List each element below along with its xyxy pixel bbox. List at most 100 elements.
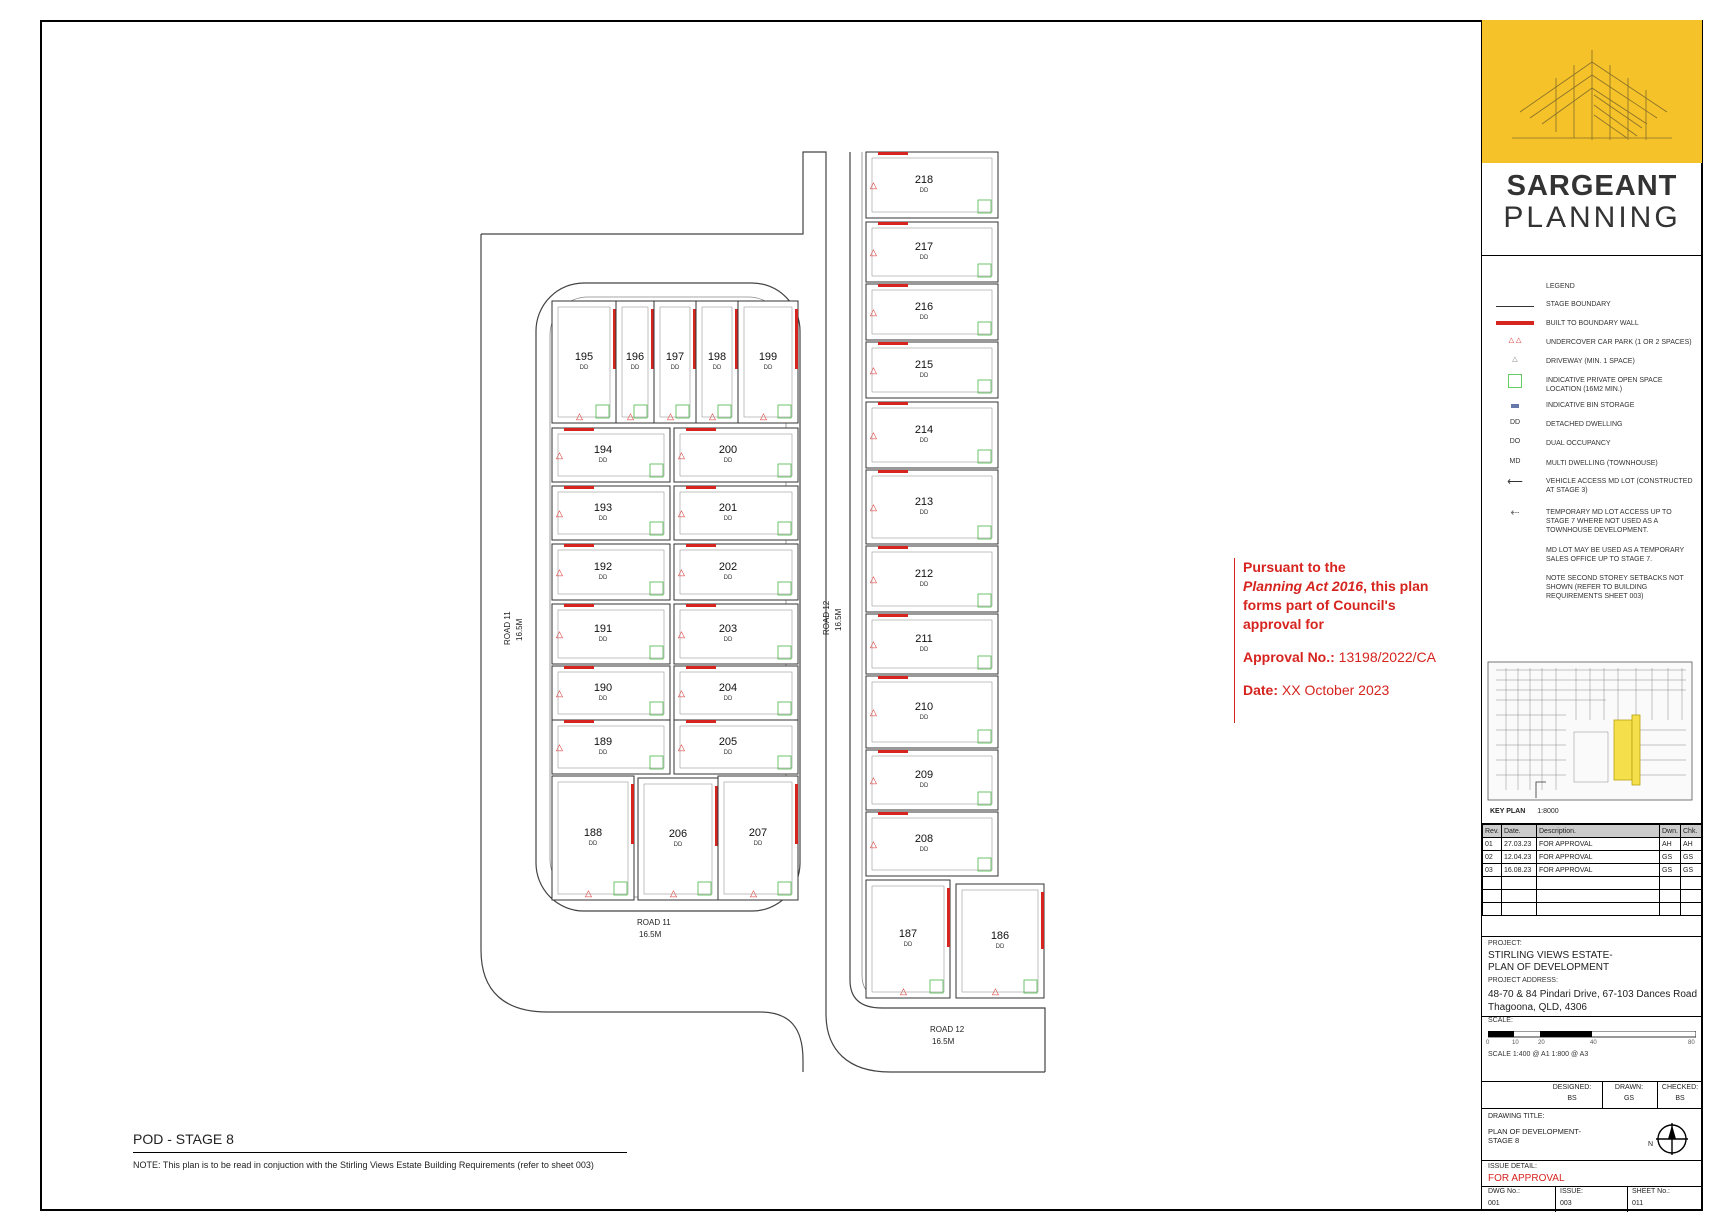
drawing-sheet-border	[40, 20, 1703, 1211]
project-block: PROJECT: STIRLING VIEWS ESTATE- PLAN OF …	[1482, 936, 1702, 1077]
key-plan-title: KEY PLAN	[1490, 808, 1526, 815]
pod-title: POD - STAGE 8	[133, 1131, 234, 1147]
legend-item-12: NOTE SECOND STOREY SETBACKS NOT SHOWN (R…	[1546, 575, 1684, 600]
project-name-line1: STIRLING VIEWS ESTATE-	[1488, 950, 1613, 961]
lot-type: DD	[599, 575, 608, 581]
car-park-triangle-icon: △	[556, 567, 563, 577]
pod-title-underline	[133, 1152, 627, 1153]
car-park-triangle-icon: △	[585, 888, 592, 898]
boundary-wall	[795, 784, 798, 844]
dwg-no-label: DWG No.:	[1488, 1188, 1520, 1195]
lot-type: DD	[920, 373, 929, 379]
lot-type: DD	[920, 255, 929, 261]
open-space-square-icon	[595, 404, 610, 419]
car-park-triangle-icon: △	[556, 629, 563, 639]
revision-row-empty	[1482, 889, 1702, 903]
boundary-wall	[735, 309, 738, 369]
brand-logo	[1482, 20, 1702, 163]
lot-boundary	[865, 811, 999, 877]
open-space-square-icon	[977, 791, 992, 806]
lot-number: 187	[899, 928, 917, 940]
lot-number: 207	[749, 827, 767, 839]
title-block: SARGEANT PLANNING LEGEND STAGE BOUNDARY …	[1481, 20, 1703, 1212]
issue-detail-label: ISSUE DETAIL:	[1488, 1163, 1537, 1170]
lot-boundary	[673, 719, 799, 775]
car-park-triangle-icon: △	[678, 688, 685, 698]
building-envelope	[723, 781, 793, 895]
lot-type: DD	[599, 637, 608, 643]
rev-desc: FOR APPROVAL	[1536, 837, 1660, 851]
drawing-title-line1: PLAN OF DEVELOPMENT-	[1488, 1127, 1581, 1136]
legend: LEGEND STAGE BOUNDARY BUILT TO BOUNDARY …	[1482, 255, 1702, 681]
scale-bar	[1487, 1030, 1697, 1039]
open-space-square-icon	[977, 655, 992, 670]
council-approval-stamp: Pursuant to the Planning Act 2016, this …	[1234, 558, 1473, 723]
open-space-square-icon	[977, 857, 992, 872]
car-park-triangle-icon: △	[760, 411, 767, 421]
key-plan-map	[1486, 660, 1696, 810]
lot-number: 195	[575, 351, 593, 363]
lot-type: DD	[599, 516, 608, 522]
legend-item-4: INDICATIVE PRIVATE OPEN SPACE LOCATION (…	[1546, 377, 1663, 393]
open-space-square-icon	[929, 979, 944, 994]
lot-number: 204	[719, 682, 737, 694]
lot-type: DD	[724, 516, 733, 522]
rev-dwn: AH	[1659, 837, 1681, 851]
building-envelope	[679, 725, 793, 769]
legend-item-1: BUILT TO BOUNDARY WALL	[1546, 320, 1639, 327]
legend-item-9: VEHICLE ACCESS MD LOT (CONSTRUCTED AT ST…	[1546, 478, 1693, 494]
lot-number: 213	[915, 496, 933, 508]
legend-code-dd: DD	[1509, 419, 1521, 426]
legend-title: LEGEND	[1546, 283, 1575, 290]
revision-row-empty	[1482, 902, 1702, 916]
issue-detail-value: FOR APPROVAL	[1488, 1173, 1565, 1184]
lot-boundary	[865, 545, 999, 613]
brand-line1: SARGEANT	[1506, 170, 1678, 202]
open-space-square-icon	[777, 581, 792, 596]
rev-header-rev: Rev.	[1482, 824, 1502, 838]
boundary-wall	[795, 309, 798, 369]
lot-number: 215	[915, 359, 933, 371]
approval-no: 13198/2022/CA	[1338, 649, 1436, 665]
boundary-wall	[564, 428, 594, 431]
lot-type: DD	[599, 696, 608, 702]
sheet-no-value: 011	[1632, 1200, 1644, 1207]
rev-dwn: GS	[1659, 863, 1681, 877]
road-width-road11-left: 16.5M	[515, 618, 524, 641]
car-park-triangle-icon: △	[870, 365, 877, 375]
lot-boundary	[865, 221, 999, 283]
building-envelope	[557, 306, 611, 418]
open-space-square-icon	[977, 263, 992, 278]
legend-item-11: MD LOT MAY BE USED AS A TEMPORARY SALES …	[1546, 547, 1685, 563]
open-space-square-icon	[1490, 374, 1540, 388]
lot-type: DD	[599, 458, 608, 464]
legend-item-5: INDICATIVE BIN STORAGE	[1546, 402, 1635, 409]
lot-number: 216	[915, 301, 933, 313]
lot-number: 210	[915, 701, 933, 713]
lot-number: 196	[626, 351, 644, 363]
open-space-square-icon	[977, 379, 992, 394]
project-name-line2: PLAN OF DEVELOPMENT	[1488, 962, 1610, 973]
boundary-wall	[564, 544, 594, 547]
open-space-square-icon	[649, 755, 664, 770]
lot-boundary	[865, 613, 999, 675]
building-envelope	[679, 491, 793, 535]
lot-boundary	[737, 300, 799, 424]
lot-boundary	[955, 883, 1045, 999]
open-space-square-icon	[649, 645, 664, 660]
project-address-line2: Thagoona, QLD, 4306	[1488, 1002, 1587, 1013]
open-space-square-icon	[777, 521, 792, 536]
open-space-square-icon	[633, 404, 648, 419]
building-envelope	[659, 306, 691, 418]
lot-number: 217	[915, 241, 933, 253]
